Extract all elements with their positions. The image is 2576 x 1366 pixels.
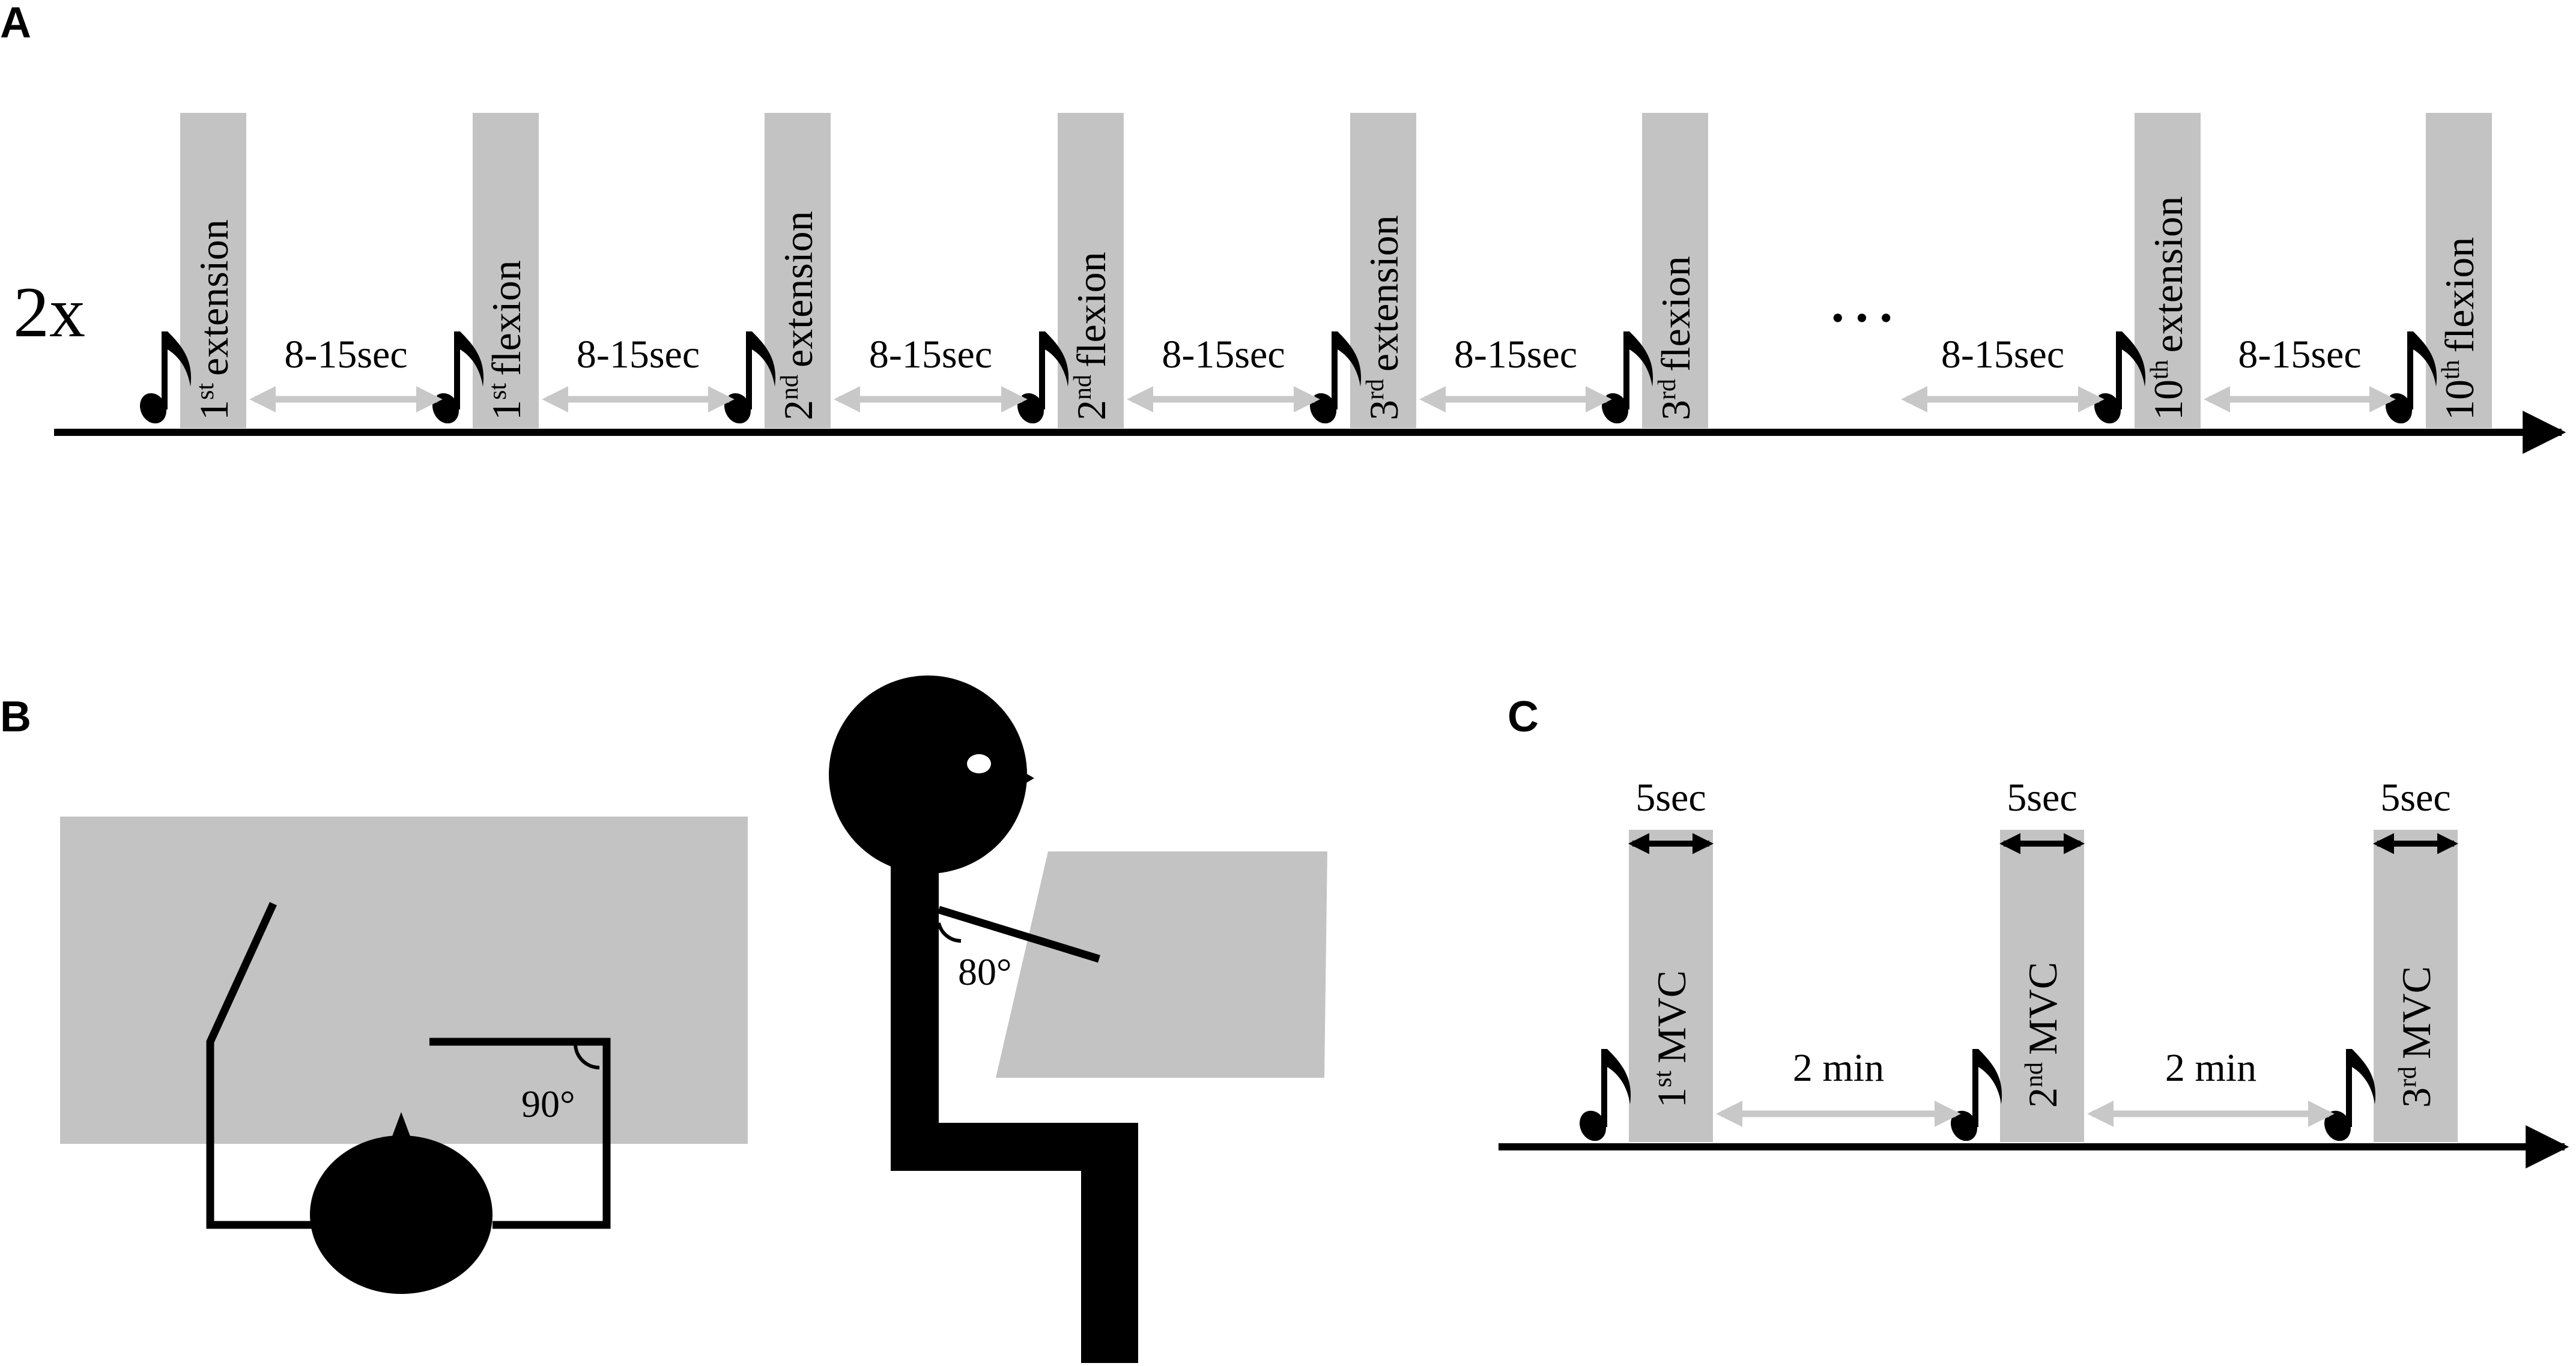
cue-note-icon: [2319, 1049, 2376, 1146]
ordinal-suffix: st: [484, 383, 512, 400]
rest-label: 2 min: [2165, 1046, 2256, 1090]
stimulus-word: extension: [775, 211, 821, 367]
cue-note-icon: [1574, 1049, 1631, 1146]
stimulus-bar: [1350, 113, 1416, 428]
ordinal-number: 10: [2145, 379, 2191, 420]
ordinal-suffix: nd: [776, 375, 804, 400]
right-angle-marker: [574, 1043, 600, 1069]
ordinal-suffix: rd: [2394, 1066, 2422, 1087]
stimulus-label: 2nd flexion: [1068, 252, 1114, 420]
ordinal-number: 2: [2020, 1087, 2065, 1108]
duration-label: 5sec: [1635, 776, 1706, 820]
stimulus-bar: [2135, 113, 2201, 428]
table-side-view: [996, 851, 1327, 1078]
rest-label: 2 min: [1793, 1046, 1884, 1090]
side-view: 80°: [829, 675, 1327, 1363]
ordinal-suffix: nd: [2020, 1062, 2048, 1087]
side-view-angle: 80°: [958, 950, 1012, 993]
stimulus-word: extension: [191, 219, 237, 376]
shin-side-view: [1081, 1123, 1138, 1363]
stimulus-label: 1st MVC: [1649, 970, 1694, 1108]
stimulus-bar: [180, 113, 246, 428]
stimulus-word: flexion: [483, 260, 529, 376]
panel-b: B 90° 80°: [0, 675, 1327, 1363]
eye-side-view: [967, 754, 991, 773]
ordinal-number: 1: [483, 400, 529, 420]
panel-a: A 2x 1stextension1stflexion2ndextension2…: [0, 0, 2566, 454]
right-arm-top-view: [429, 1038, 611, 1229]
ordinal-number: 2: [1068, 400, 1114, 420]
head-top-view: [310, 1135, 492, 1294]
nose-side-view: [1020, 770, 1034, 787]
cue-note-icon: [1945, 1049, 2002, 1146]
stimulus-word: extension: [2145, 196, 2191, 353]
stimulus-word: MVC: [1649, 970, 1694, 1063]
stimulus-label: 3rd extension: [1361, 215, 1407, 420]
stimulus-label: 3rd flexion: [1653, 256, 1699, 420]
stimulus-label: 10th flexion: [2437, 237, 2482, 420]
angle-arc-side-view: [937, 922, 962, 943]
interval-label: 8-15sec: [1941, 333, 2064, 376]
duration-label: 5sec: [2380, 776, 2450, 820]
ordinal-suffix: st: [1649, 1071, 1677, 1087]
panel-b-letter: B: [0, 693, 31, 741]
ordinal-number: 10: [2437, 379, 2482, 420]
top-view-angle: 90°: [521, 1083, 575, 1125]
ordinal-suffix: th: [2437, 360, 2465, 379]
head-side-view: [829, 675, 1027, 874]
ordinal-number: 3: [1361, 400, 1407, 420]
interval-label: 8-15sec: [1162, 333, 1285, 376]
timeline-c: 5sec 1st MVC 5sec 2nd MVC 5sec 3rd MVC 2 min 2 min: [1574, 776, 2458, 1146]
timeline-a: 1stextension1stflexion2ndextension2ndfle…: [135, 113, 2492, 428]
left-arm-top-view: [206, 902, 312, 1229]
mvc-bar: [2000, 830, 2084, 1142]
ordinal-suffix: st: [192, 383, 219, 400]
ordinal-suffix: th: [2146, 360, 2174, 379]
stimulus-bar: [765, 113, 831, 428]
stimulus-bar: [2426, 113, 2492, 428]
interval-label: 8-15sec: [2238, 333, 2361, 376]
ordinal-suffix: nd: [1069, 375, 1097, 400]
stimulus-label: 10th extension: [2145, 196, 2191, 420]
interval-label: 8-15sec: [284, 333, 407, 376]
stimulus-word: flexion: [1653, 256, 1699, 372]
repeat-label: 2x: [13, 272, 85, 352]
panel-c: C 5sec 1st MVC 5sec 2nd MVC 5sec 3rd MVC 2 min 2 m…: [1499, 693, 2569, 1168]
ellipsis: …: [1826, 257, 1898, 337]
ordinal-number: 3: [1653, 400, 1699, 420]
nose-top-view: [392, 1112, 411, 1138]
ordinal-number: 3: [2393, 1087, 2439, 1108]
stimulus-word: extension: [1361, 215, 1407, 372]
stimulus-bar: [1642, 113, 1708, 428]
stimulus-word: flexion: [1068, 252, 1114, 367]
mvc-bar: [1629, 830, 1713, 1142]
stimulus-label: 1st flexion: [483, 260, 529, 420]
panel-c-letter: C: [1508, 693, 1539, 741]
stimulus-label: 1st extension: [191, 219, 237, 420]
stimulus-bar: [1058, 113, 1124, 428]
ordinal-number: 1: [1649, 1087, 1694, 1108]
interval-label: 8-15sec: [577, 333, 700, 376]
duration-label: 5sec: [2007, 776, 2077, 820]
ordinal-suffix: rd: [1653, 379, 1681, 400]
torso-side-view: [891, 859, 939, 1159]
mvc-bar: [2374, 830, 2458, 1142]
stimulus-word: MVC: [2393, 966, 2439, 1059]
top-view: 90°: [60, 817, 748, 1294]
panel-a-letter: A: [0, 0, 31, 47]
interval-label: 8-15sec: [1454, 333, 1577, 376]
stimulus-label: 2nd MVC: [2020, 962, 2065, 1108]
ordinal-number: 1: [191, 400, 237, 420]
ordinal-suffix: rd: [1362, 379, 1389, 400]
table-top-view: [60, 817, 748, 1144]
stimulus-label: 2nd extension: [775, 211, 821, 420]
arm-side-view: [938, 905, 1100, 963]
stimulus-word: MVC: [2020, 962, 2065, 1055]
stimulus-label: 3rd MVC: [2393, 966, 2439, 1108]
stimulus-bar: [473, 113, 539, 428]
ordinal-number: 2: [775, 400, 821, 420]
stimulus-word: flexion: [2437, 237, 2482, 353]
interval-label: 8-15sec: [869, 333, 992, 376]
